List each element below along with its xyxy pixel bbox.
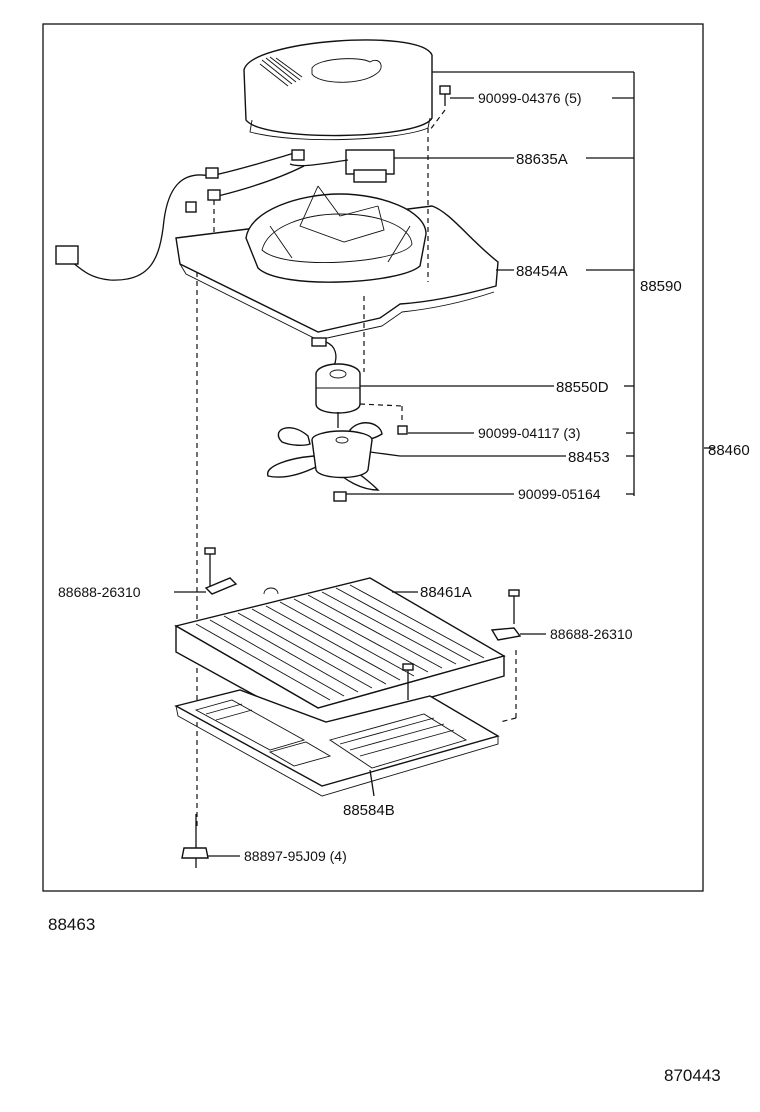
callout-unit-total: 88460 xyxy=(708,442,750,459)
air-filter xyxy=(174,577,506,731)
callout-filter: 88461A xyxy=(420,584,472,601)
motor-connector xyxy=(311,337,337,367)
wire-harness xyxy=(55,149,305,281)
blower-motor xyxy=(315,363,361,428)
callout-resistor: 88635A xyxy=(516,151,568,168)
callout-motor-screw: 90099-04117 (3) xyxy=(478,425,580,441)
footer-right-code: 870443 xyxy=(664,1066,721,1085)
bracket-left-part xyxy=(204,547,238,595)
callout-bracket-right: 88688-26310 xyxy=(550,626,633,642)
leader-lines xyxy=(174,71,714,857)
callout-fan-nut: 90099-05164 xyxy=(518,486,601,502)
bracket-right-part xyxy=(490,589,522,641)
cover-bolt-part xyxy=(439,85,451,106)
bottom-tray xyxy=(174,689,500,797)
footer-left-code: 88463 xyxy=(48,915,96,934)
assembly-frame xyxy=(42,23,704,892)
callout-mount-bolt: 88897-95J09 (4) xyxy=(244,848,347,864)
callout-bracket-left: 88688-26310 xyxy=(58,584,141,600)
motor-screw-part xyxy=(397,425,408,435)
callout-fan: 88453 xyxy=(568,449,610,466)
fan-nut-part xyxy=(333,491,347,502)
mount-bolt-part xyxy=(181,814,209,868)
callout-motor: 88550D xyxy=(556,379,609,396)
fan-blade xyxy=(267,422,383,491)
top-cover xyxy=(243,39,433,141)
resistor-part xyxy=(289,149,395,183)
callout-top-cover-bolt: 90099-04376 (5) xyxy=(478,90,582,106)
cover-grille xyxy=(259,56,303,87)
fan-housing xyxy=(175,185,499,341)
callout-assembly-group: 88590 xyxy=(640,278,682,295)
callout-fan-housing: 88454A xyxy=(516,263,568,280)
callout-bottom-tray: 88584B xyxy=(343,802,395,819)
